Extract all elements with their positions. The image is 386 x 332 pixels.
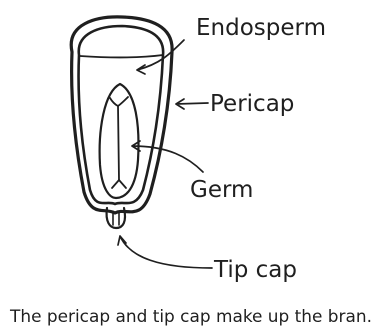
tip-cap-arrow xyxy=(118,236,212,268)
germ-embryo-stem xyxy=(118,106,119,180)
label-pericap: Pericap xyxy=(210,91,294,117)
pericap-arrow xyxy=(176,99,208,109)
kernel-inner-outline xyxy=(79,26,164,204)
germ-embryo-root xyxy=(112,180,126,188)
tip-cap-detail xyxy=(113,213,119,225)
label-germ: Germ xyxy=(190,177,253,203)
label-endosperm: Endosperm xyxy=(196,15,326,41)
germ-embryo-top xyxy=(110,97,128,106)
endosperm-rim-line xyxy=(80,55,163,57)
germ-arrow xyxy=(132,141,203,172)
label-tip-cap: Tip cap xyxy=(213,257,297,283)
diagram-caption: The pericap and tip cap make up the bran… xyxy=(9,307,372,327)
